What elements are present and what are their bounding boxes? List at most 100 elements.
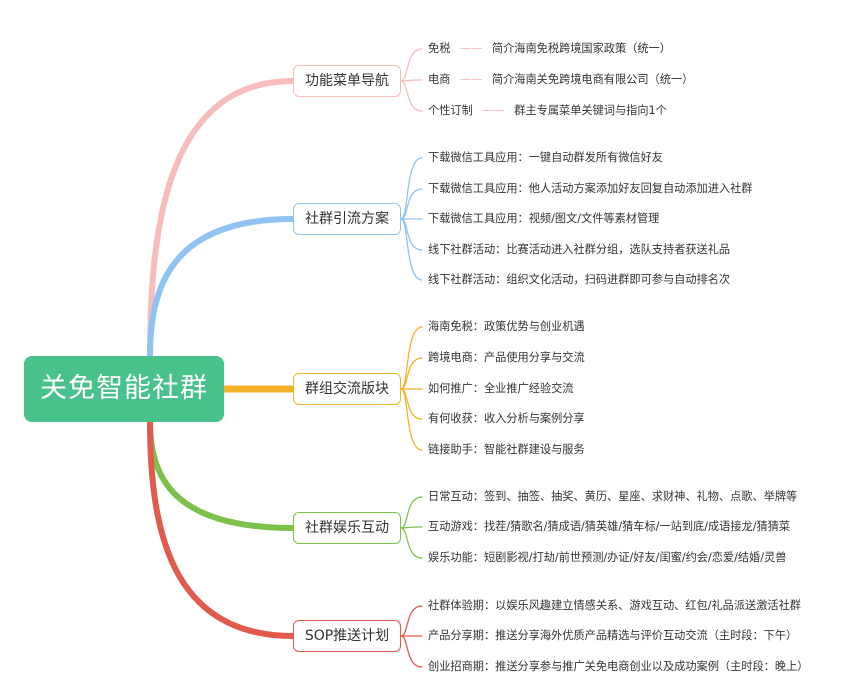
leaf-separator: ： <box>472 382 484 395</box>
leaf-value: 找茬/猜歌名/猜成语/猜英雄/猜车标/一站到底/成语接龙/猜猜菜 <box>483 520 791 533</box>
leaf-topic[interactable]: 社群体验期：以娱乐风趣建立情感关系、游戏互动、红包/礼品派送激活社群 <box>428 599 801 613</box>
leaf-key: 有何收获 <box>428 412 473 425</box>
leaf-topic[interactable]: 有何收获：收入分析与案例分享 <box>428 412 585 426</box>
leaf-key: 下载微信工具应用 <box>428 182 518 195</box>
leaf-topic[interactable]: 个性订制 —— 群主专属菜单关键词与指向1个 <box>428 104 667 118</box>
leaf-topic[interactable]: 电商 —— 简介海南关免跨境电商有限公司（统一） <box>428 73 693 87</box>
leaf-value: 政策优势与创业机遇 <box>483 320 585 333</box>
leaf-topic[interactable]: 链接助手：智能社群建设与服务 <box>428 443 585 457</box>
leaf-key: 如何推广 <box>428 382 473 395</box>
leaf-value: 推送分享参与推广关免电商创业以及成功案例（主时段：晚上） <box>495 660 809 673</box>
leaf-topic[interactable]: 产品分享期：推送分享海外优质产品精选与评价互动交流（主时段：下午） <box>428 629 797 643</box>
leaf-value: 简介海南免税跨境国家政策（统一） <box>491 42 671 55</box>
leaf-topic[interactable]: 跨境电商：产品使用分享与交流 <box>428 351 585 365</box>
leaf-key: 社群体验期 <box>428 599 484 612</box>
leaf-topic[interactable]: 免税 —— 简介海南免税跨境国家政策（统一） <box>428 42 671 56</box>
leaf-topic[interactable]: 下载微信工具应用：视频/图文/文件等素材管理 <box>428 212 659 226</box>
leaf-connector <box>400 388 423 451</box>
leaf-separator: ： <box>517 151 529 164</box>
leaf-connector <box>400 188 423 220</box>
leaf-value: 收入分析与案例分享 <box>483 412 585 425</box>
leaf-value: 智能社群建设与服务 <box>483 443 585 456</box>
leaf-separator: ： <box>472 551 484 564</box>
branch-topic[interactable]: SOP推送计划 <box>293 620 401 652</box>
leaf-key: 免税 <box>428 42 451 55</box>
leaf-key: 日常互动 <box>428 490 473 503</box>
leaf-value: 比赛活动进入社群分组，选队支持者获送礼品 <box>506 243 731 256</box>
root-topic[interactable]: 关免智能社群 <box>24 356 224 422</box>
leaf-connector <box>400 357 423 390</box>
leaf-separator: —— <box>456 42 486 55</box>
leaf-separator: ： <box>483 629 496 642</box>
leaf-topic[interactable]: 下载微信工具应用：他人活动方案添加好友回复自动添加进入社群 <box>428 182 752 196</box>
root-connector <box>147 216 296 360</box>
leaf-value: 产品使用分享与交流 <box>483 351 585 364</box>
leaf-key: 跨境电商 <box>428 351 473 364</box>
leaf-key: 娱乐功能 <box>428 551 473 564</box>
leaf-separator: ： <box>495 273 507 286</box>
leaf-topic[interactable]: 线下社群活动：组织文化活动，扫码进群即可参与自动排名次 <box>428 273 730 287</box>
leaf-separator: ： <box>495 243 507 256</box>
root-connector <box>147 418 296 531</box>
leaf-value: 全业推广经验交流 <box>483 382 574 395</box>
branch-topic[interactable]: 社群娱乐互动 <box>293 512 401 544</box>
leaf-topic[interactable]: 创业招商期：推送分享参与推广关免电商创业以及成功案例（主时段：晚上） <box>428 660 808 674</box>
leaf-connector <box>400 527 423 559</box>
leaf-separator: ： <box>472 443 484 456</box>
leaf-value: 组织文化活动，扫码进群即可参与自动排名次 <box>506 273 731 286</box>
leaf-value: 以娱乐风趣建立情感关系、游戏互动、红包/礼品派送激活社群 <box>495 599 801 612</box>
leaf-key: 线下社群活动 <box>428 243 496 256</box>
leaf-value: 推送分享海外优质产品精选与评价互动交流（主时段：下午） <box>495 629 798 642</box>
leaf-separator: ： <box>517 212 529 225</box>
leaf-key: 创业招商期 <box>428 660 484 673</box>
leaf-connector <box>400 80 423 112</box>
leaf-connector <box>400 496 423 529</box>
leaf-separator: —— <box>456 73 486 86</box>
leaf-topic[interactable]: 互动游戏：找茬/猜歌名/猜成语/猜英雄/猜车标/一站到底/成语接龙/猜猜菜 <box>428 520 790 534</box>
leaf-key: 互动游戏 <box>428 520 473 533</box>
leaf-separator: —— <box>478 104 509 117</box>
leaf-separator: ： <box>472 320 484 333</box>
leaf-key: 链接助手 <box>428 443 473 456</box>
branch-topic[interactable]: 群组交流版块 <box>293 373 401 405</box>
leaf-topic[interactable]: 下载微信工具应用：一键自动群发所有微信好友 <box>428 151 663 165</box>
branch-topic[interactable]: 社群引流方案 <box>293 203 401 235</box>
leaf-topic[interactable]: 海南免税：政策优势与创业机遇 <box>428 320 585 334</box>
leaf-separator: ： <box>472 412 484 425</box>
leaf-value: 签到、抽签、抽奖、黄历、星座、求财神、礼物、点歌、举牌等 <box>483 490 798 503</box>
leaf-key: 个性订制 <box>428 104 473 117</box>
leaf-value: 一键自动群发所有微信好友 <box>528 151 663 164</box>
leaf-connector <box>400 218 423 281</box>
leaf-separator: ： <box>472 520 484 533</box>
leaf-key: 线下社群活动 <box>428 273 496 286</box>
leaf-key: 产品分享期 <box>428 629 484 642</box>
root-connector <box>147 78 296 360</box>
leaf-key: 电商 <box>428 73 451 86</box>
branch-topic[interactable]: 功能菜单导航 <box>293 65 401 97</box>
leaf-separator: ： <box>483 599 496 612</box>
leaf-separator: ： <box>483 660 496 673</box>
leaf-value: 他人活动方案添加好友回复自动添加进入社群 <box>528 182 753 195</box>
leaf-connector <box>400 157 423 220</box>
leaf-topic[interactable]: 线下社群活动：比赛活动进入社群分组，选队支持者获送礼品 <box>428 243 730 257</box>
leaf-value: 群主专属菜单关键词与指向1个 <box>514 104 667 117</box>
leaf-key: 海南免税 <box>428 320 473 333</box>
leaf-connector <box>400 526 423 529</box>
leaf-key: 下载微信工具应用 <box>428 212 518 225</box>
leaf-separator: ： <box>472 351 484 364</box>
leaf-topic[interactable]: 日常互动：签到、抽签、抽奖、黄历、星座、求财神、礼物、点歌、举牌等 <box>428 490 797 504</box>
leaf-connector <box>400 48 423 82</box>
leaf-separator: ： <box>472 490 484 503</box>
leaf-value: 视频/图文/文件等素材管理 <box>528 212 660 225</box>
leaf-connector <box>400 605 423 637</box>
leaf-topic[interactable]: 娱乐功能：短剧影视/打劫/前世预测/办证/好友/闺蜜/约会/恋爱/结婚/灵兽 <box>428 551 786 565</box>
leaf-key: 下载微信工具应用 <box>428 151 518 164</box>
leaf-connector <box>400 79 423 82</box>
leaf-topic[interactable]: 如何推广：全业推广经验交流 <box>428 382 573 396</box>
leaf-value: 短剧影视/打劫/前世预测/办证/好友/闺蜜/约会/恋爱/结婚/灵兽 <box>483 551 787 564</box>
leaf-separator: ： <box>517 182 529 195</box>
leaf-value: 简介海南关免跨境电商有限公司（统一） <box>491 73 694 86</box>
root-connector <box>147 418 296 639</box>
leaf-connector <box>400 635 423 668</box>
